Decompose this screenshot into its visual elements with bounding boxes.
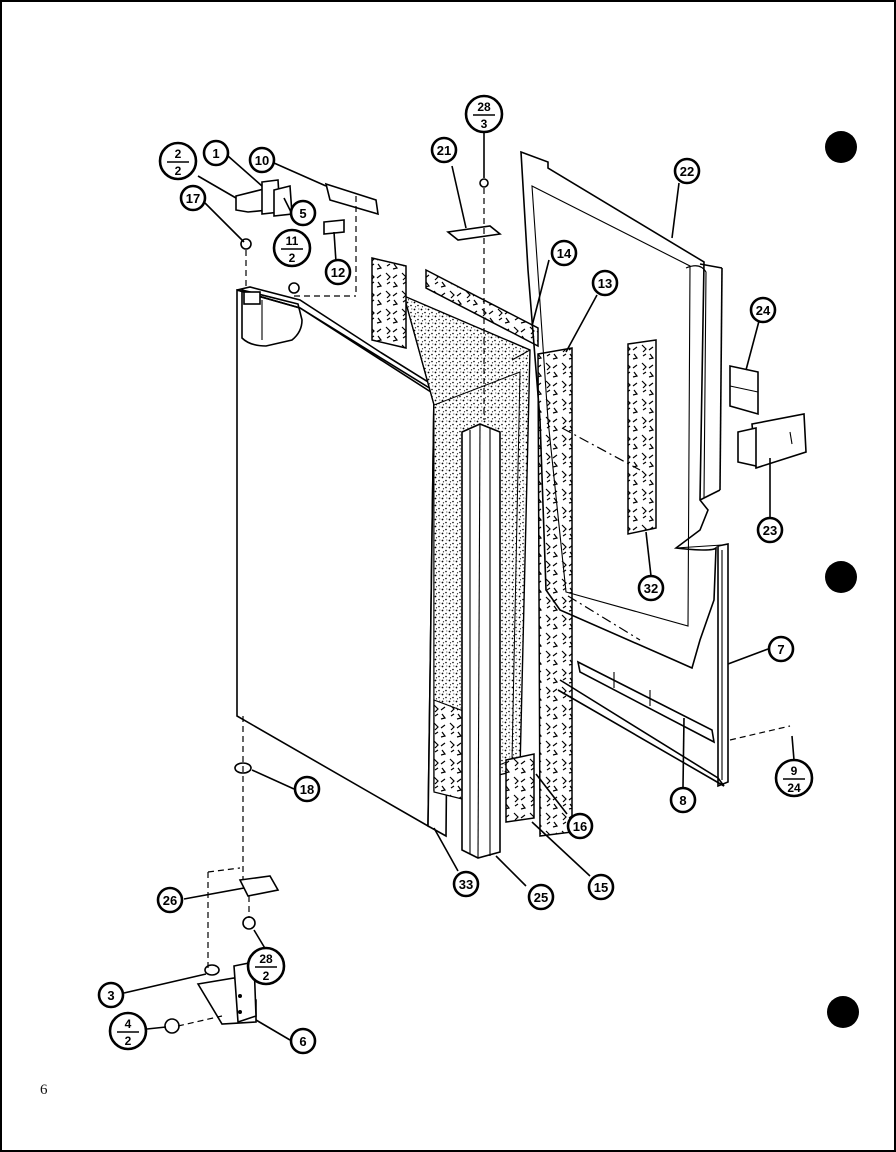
callout-8: 8 xyxy=(669,786,697,814)
svg-text:2: 2 xyxy=(289,251,296,265)
svg-text:23: 23 xyxy=(763,523,777,538)
callout-21: 21 xyxy=(430,136,458,164)
callout-7: 7 xyxy=(767,635,795,663)
svg-text:25: 25 xyxy=(534,890,548,905)
svg-text:2: 2 xyxy=(175,147,182,161)
callout-26: 26 xyxy=(156,886,184,914)
svg-text:24: 24 xyxy=(787,781,801,795)
callout-6: 6 xyxy=(289,1027,317,1055)
svg-text:32: 32 xyxy=(644,581,658,596)
svg-text:3: 3 xyxy=(481,117,488,131)
retainer-strip xyxy=(717,543,729,788)
svg-text:21: 21 xyxy=(437,143,451,158)
svg-text:11: 11 xyxy=(286,234,299,248)
callout-28-over-3: 28 3 xyxy=(464,94,504,134)
svg-text:18: 18 xyxy=(300,782,314,797)
callout-15: 15 xyxy=(587,873,615,901)
svg-text:9: 9 xyxy=(791,764,798,778)
callout-32: 32 xyxy=(637,574,665,602)
svg-text:12: 12 xyxy=(331,265,345,280)
callout-2-over-2: 2 2 xyxy=(158,141,198,181)
callout-28-over-2: 28 2 xyxy=(246,946,286,986)
bottom-trim xyxy=(557,660,725,787)
binder-hole-top xyxy=(825,131,857,163)
callout-23: 23 xyxy=(756,516,784,544)
svg-text:28: 28 xyxy=(259,952,273,966)
alignment-lines xyxy=(177,188,791,1027)
callout-10: 10 xyxy=(248,146,276,174)
svg-text:15: 15 xyxy=(594,880,608,895)
svg-text:26: 26 xyxy=(163,893,177,908)
svg-text:17: 17 xyxy=(186,191,200,206)
callout-5: 5 xyxy=(289,199,317,227)
leader-lines xyxy=(123,130,795,1041)
svg-text:2: 2 xyxy=(263,969,270,983)
binder-hole-bottom xyxy=(827,996,859,1028)
callout-4-over-2: 4 2 xyxy=(108,1011,148,1051)
callout-24: 24 xyxy=(749,296,777,324)
callout-33: 33 xyxy=(452,870,480,898)
callout-13: 13 xyxy=(591,269,619,297)
svg-text:6: 6 xyxy=(299,1034,306,1049)
callout-18: 18 xyxy=(293,775,321,803)
svg-text:16: 16 xyxy=(573,819,587,834)
shelf-bar xyxy=(729,365,759,416)
svg-text:24: 24 xyxy=(756,303,771,318)
svg-text:14: 14 xyxy=(557,246,572,261)
outer-door-panel xyxy=(236,286,451,838)
door-liner xyxy=(520,150,723,670)
svg-text:7: 7 xyxy=(777,642,784,657)
svg-text:4: 4 xyxy=(125,1017,132,1031)
top-hinge-parts xyxy=(235,178,502,294)
svg-text:2: 2 xyxy=(175,164,182,178)
callout-11-over-2: 11 2 xyxy=(272,228,312,268)
svg-text:33: 33 xyxy=(459,877,473,892)
svg-text:2: 2 xyxy=(125,1034,132,1048)
callout-12: 12 xyxy=(324,258,352,286)
shelf-bracket xyxy=(737,413,807,470)
callout-14: 14 xyxy=(550,239,578,267)
callout-3: 3 xyxy=(97,981,125,1009)
shelf-rail xyxy=(627,339,657,535)
callout-17: 17 xyxy=(179,184,207,212)
channel-strip xyxy=(461,423,501,859)
svg-text:3: 3 xyxy=(107,988,114,1003)
svg-text:8: 8 xyxy=(679,793,686,808)
svg-text:10: 10 xyxy=(255,153,269,168)
foam-block-bottom xyxy=(505,753,535,823)
svg-text:13: 13 xyxy=(598,276,612,291)
binder-hole-middle xyxy=(825,561,857,593)
callout-16: 16 xyxy=(566,812,594,840)
callout-25: 25 xyxy=(527,883,555,911)
svg-text:22: 22 xyxy=(680,164,694,179)
page-number: 6 xyxy=(40,1082,48,1098)
foam-strip-top xyxy=(425,268,539,348)
svg-text:28: 28 xyxy=(477,100,491,114)
svg-text:5: 5 xyxy=(299,206,306,221)
callout-9-over-24: 9 24 xyxy=(774,758,814,798)
foam-strip-left xyxy=(371,257,407,349)
callout-22: 22 xyxy=(673,157,701,185)
callout-1: 1 xyxy=(202,139,230,167)
svg-text:1: 1 xyxy=(212,146,219,161)
